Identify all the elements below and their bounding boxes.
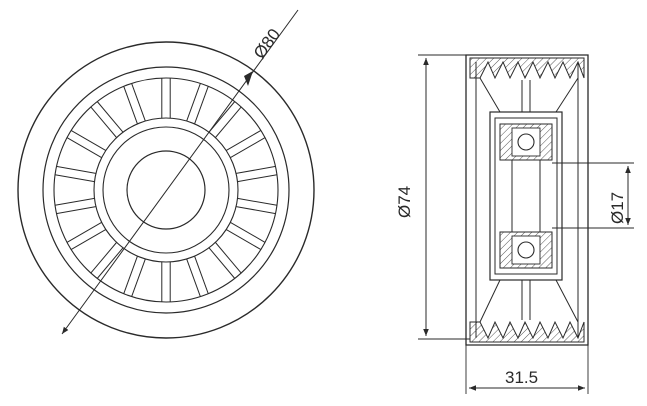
side-section-view: Ø74 Ø17 31.5 — [395, 54, 634, 394]
arrow-head-top — [244, 71, 253, 86]
rib-line — [54, 174, 95, 183]
outer-rim-circle — [17, 41, 315, 339]
rib-outer-circle — [53, 77, 279, 303]
rib-line — [236, 206, 276, 215]
inner-rim-circle — [42, 66, 290, 314]
rib-line — [90, 242, 117, 274]
web-top-left — [479, 77, 501, 113]
rib-line — [226, 129, 262, 151]
rib-line — [123, 86, 138, 124]
rib-line — [123, 256, 138, 294]
rib-line — [66, 221, 102, 243]
bottom-groove-section — [469, 320, 585, 343]
bearing-ball-bottom — [517, 241, 535, 259]
rib-line — [237, 174, 278, 183]
rib-line — [54, 197, 95, 206]
side-diameter-label: Ø74 — [395, 186, 414, 218]
bearing-ball-top — [517, 133, 535, 151]
front-diameter-label: Ø80 — [250, 25, 284, 62]
width-label: 31.5 — [505, 368, 538, 387]
rib-line — [56, 165, 96, 174]
rib-line — [56, 206, 96, 215]
rib-line — [237, 197, 278, 206]
bearing-bottom — [499, 231, 553, 269]
rib-line — [236, 165, 276, 174]
rib-line — [131, 83, 146, 122]
diameter-dimension-line — [61, 9, 299, 335]
rib-line — [208, 247, 236, 279]
radial-ribs — [54, 78, 278, 302]
rib-line — [226, 229, 262, 251]
bore-circle — [126, 150, 206, 230]
rib-line — [70, 129, 106, 151]
hub-outer-circle — [93, 117, 239, 263]
front-view: Ø80 — [17, 9, 315, 339]
rib-line — [186, 83, 201, 122]
rib-line — [70, 229, 106, 251]
rib-line — [194, 256, 209, 294]
rib-line — [186, 258, 201, 297]
rib-line — [230, 137, 266, 159]
rib-line — [215, 106, 242, 138]
rib-line — [131, 258, 146, 297]
rib-line — [96, 247, 124, 279]
rib-line — [96, 101, 124, 133]
rib-line — [230, 221, 266, 243]
hub-housing-inner — [494, 117, 558, 275]
top-groove-section — [469, 57, 585, 80]
rib-line — [215, 242, 242, 274]
bearing-top — [499, 123, 553, 161]
web-bottom-left — [479, 279, 501, 323]
rib-line — [66, 137, 102, 159]
pulley-body-outline — [465, 54, 589, 346]
web-bottom-right — [555, 279, 579, 323]
rib-line — [90, 106, 117, 138]
rib-line — [194, 86, 209, 124]
hub-inner-circle — [102, 126, 230, 254]
web-top-right — [555, 77, 579, 113]
hub-housing — [489, 111, 563, 281]
bore-diameter-label: Ø17 — [608, 192, 627, 224]
